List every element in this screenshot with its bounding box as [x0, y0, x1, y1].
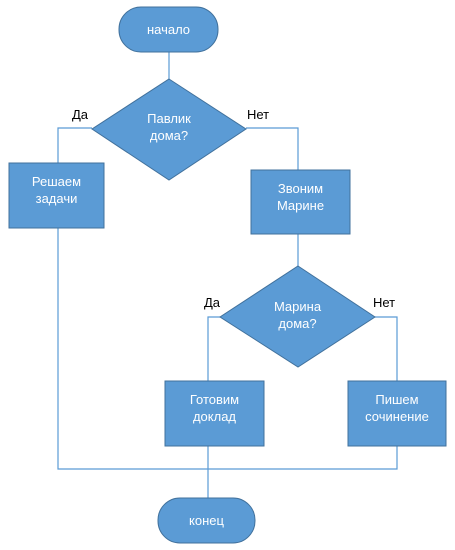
decision1-line2: дома?	[150, 128, 188, 143]
connector-left-to-bottom	[57, 228, 208, 470]
connectors	[57, 52, 398, 498]
process-call-marina: Звоним Марине	[250, 169, 351, 235]
process-call-line2: Марине	[277, 198, 324, 213]
end-label: конец	[189, 513, 224, 528]
decision2-line1: Марина	[274, 299, 322, 314]
connector-decision1-yes	[57, 127, 92, 163]
decision1-line1: Павлик	[147, 111, 191, 126]
process-left-line1: Решаем	[32, 174, 81, 189]
process-essay-line2: сочинение	[365, 409, 429, 424]
decision1-yes-label: Да	[72, 107, 89, 122]
decision2-yes-label: Да	[204, 295, 221, 310]
decision2-line2: дома?	[278, 316, 316, 331]
process-write-essay: Пишем сочинение	[347, 380, 447, 447]
process-prepare-report: Готовим доклад	[164, 380, 265, 447]
process-call-line1: Звоним	[278, 181, 323, 196]
decision-pavlik-home: Павлик дома?	[91, 78, 247, 181]
process-report-line1: Готовим	[190, 392, 239, 407]
process-left-line2: задачи	[36, 191, 78, 206]
end-terminal: конец	[157, 497, 256, 544]
start-terminal: начало	[118, 6, 219, 53]
decision2-no-label: Нет	[373, 295, 395, 310]
process-solve-tasks: Решаем задачи	[8, 162, 105, 229]
connector-decision1-no	[246, 127, 299, 170]
start-label: начало	[147, 22, 190, 37]
process-report-line2: доклад	[193, 409, 236, 424]
connector-decision2-no	[375, 316, 398, 381]
decision1-no-label: Нет	[247, 107, 269, 122]
connector-essay-to-bottom	[208, 446, 398, 470]
process-essay-line1: Пишем	[375, 392, 418, 407]
decision-marina-home: Марина дома?	[219, 265, 376, 368]
connector-decision2-yes	[207, 316, 220, 381]
